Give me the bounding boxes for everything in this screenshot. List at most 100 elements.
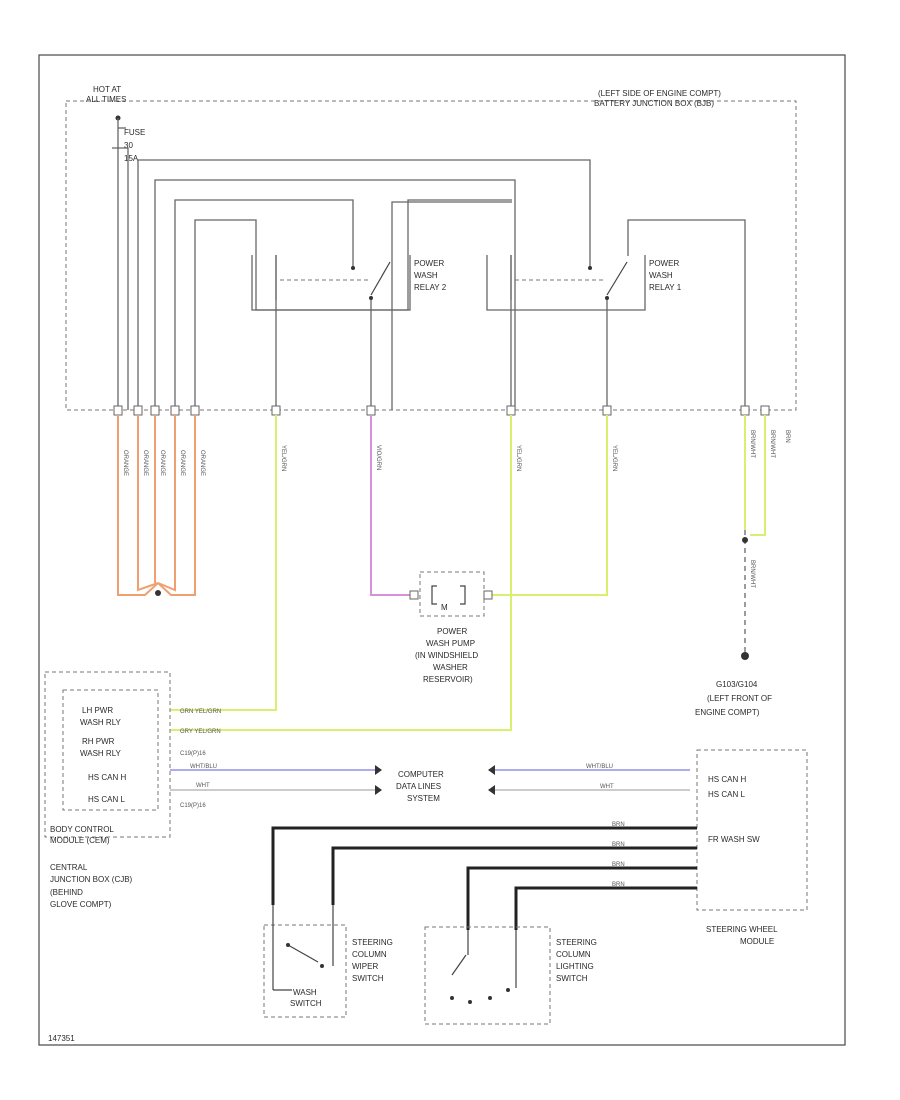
swm-wire-4: BRN (612, 882, 625, 888)
switch-wire-2 (331, 846, 697, 905)
harness-wire-4: ORANGE (179, 450, 185, 476)
wire-code-3: YEL/GRN (515, 445, 521, 471)
pump-label-2: WASH PUMP (426, 639, 475, 648)
bcm-wire-1: GRN YEL/GRN (180, 709, 221, 715)
data-lines-label-3: SYSTEM (407, 794, 440, 803)
pump-motor-symbol: M (441, 603, 448, 612)
battery-junction-box (65, 100, 797, 411)
cjb-label-3: (BEHIND (50, 888, 83, 897)
diagram-frame (38, 54, 846, 1046)
cjb-label-1: CENTRAL (50, 863, 88, 872)
bcm-label-1: BODY CONTROL (50, 825, 114, 834)
pump-label-3: (IN WINDSHIELD (415, 651, 478, 660)
swm-wire-1: BRN (612, 822, 625, 828)
bjb-name: BATTERY JUNCTION BOX (BJB) (594, 99, 714, 108)
wiper-switch-label-2: COLUMN (352, 950, 387, 959)
bcm-wire-2: GRY YEL/GRN (180, 729, 221, 735)
data-wire-right-2: WHT (600, 784, 614, 790)
swm-label-1: STEERING WHEEL (706, 925, 778, 934)
data-lines-label-1: COMPUTER (398, 770, 444, 779)
power-wash-pump: M POWER WASH PUMP (IN WINDSHIELD WASHER … (409, 571, 493, 684)
ground-location-1: (LEFT FRONT OF (707, 694, 772, 703)
wire-relay2-to-pump (370, 415, 415, 596)
data-wire-right-1: WHT/BLU (586, 764, 613, 770)
wire-code-4: YEL/GRN (611, 445, 617, 471)
hot-at-label-2: ALL TIMES (86, 95, 126, 104)
relay-1-label-3: RELAY 1 (649, 283, 682, 292)
wire-relay2-to-bcm (170, 415, 277, 711)
fuse-number: 30 (124, 141, 133, 150)
steering-column-lighting-switch: STEERING COLUMN LIGHTING SWITCH (424, 926, 597, 1025)
lighting-switch-label-1: STEERING (556, 938, 597, 947)
orange-ground-harness (117, 415, 196, 596)
bcm-pin-4: WASH RLY (80, 749, 122, 758)
ground-id: G103/G104 (716, 680, 758, 689)
wire-code-1: YEL/GRN (280, 445, 286, 471)
pump-label-1: POWER (437, 627, 467, 636)
wire-relay1-to-pump (488, 415, 608, 596)
relay-1-label-1: POWER (649, 259, 679, 268)
bjb-location: (LEFT SIDE OF ENGINE COMPT) (598, 89, 721, 98)
pump-label-5: RESERVOIR) (423, 675, 473, 684)
data-lines-label-2: DATA LINES (396, 782, 441, 791)
lighting-switch-label-3: LIGHTING (556, 962, 594, 971)
switch-wire-4 (514, 886, 697, 930)
wire-code-5: BRN/WHT (749, 430, 755, 458)
steering-wheel-module: HS CAN H HS CAN L FR WASH SW STEERING WH… (696, 749, 808, 946)
wire-code-6b: BRN (784, 430, 790, 443)
bcm-pin-5: HS CAN H (88, 773, 126, 782)
bcm-wire-4: WHT (196, 783, 210, 789)
swm-wire-2: BRN (612, 842, 625, 848)
harness-splice-dot (155, 590, 161, 596)
bcm-connector-2: C19(P)16 (180, 803, 206, 809)
harness-wire-2: ORANGE (142, 450, 148, 476)
relay-2-label-1: POWER (414, 259, 444, 268)
switch-wire-1 (271, 826, 697, 905)
wire-relay1-common-to-bcm (170, 415, 512, 731)
wiper-switch-label-1: STEERING (352, 938, 393, 947)
bcm-pin-1: LH PWR (82, 706, 113, 715)
wiper-switch-label-3: WIPER (352, 962, 378, 971)
ground-point (741, 652, 749, 660)
wash-switch-label-2: SWITCH (290, 999, 322, 1008)
wire-code-7: BRN/WHT (749, 560, 755, 588)
harness-wire-3: ORANGE (159, 450, 165, 476)
swm-pin-2: HS CAN L (708, 790, 745, 799)
footer-id: 147351 (48, 1034, 75, 1043)
power-wash-relay-1: POWER WASH RELAY 1 (486, 255, 682, 410)
relay-1-label-2: WASH (649, 271, 673, 280)
bcm-pin-2: WASH RLY (80, 718, 122, 727)
pump-label-4: WASHER (433, 663, 468, 672)
ground-location-2: ENGINE COMPT) (695, 708, 760, 717)
body-control-module: LH PWR WASH RLY RH PWR WASH RLY HS CAN H… (44, 671, 171, 909)
wire-code-2: VIO/GRN (375, 445, 381, 470)
relay-2-label-2: WASH (414, 271, 438, 280)
bcm-label-2: MODULE (CEM) (50, 836, 110, 845)
bcm-pin-6: HS CAN L (88, 795, 125, 804)
harness-wire-1: ORANGE (122, 450, 128, 476)
wire-code-6: BRN/WHT (769, 430, 775, 458)
steering-column-wiper-switch: WASH SWITCH STEERING COLUMN WIPER SWITCH (263, 905, 393, 1018)
power-wash-relay-2: POWER WASH RELAY 2 (251, 255, 447, 410)
swm-pin-3: FR WASH SW (708, 835, 760, 844)
hot-at-label: HOT AT (93, 85, 121, 94)
switch-wire-3 (466, 866, 697, 930)
swm-wire-3: BRN (612, 862, 625, 868)
wiper-switch-label-4: SWITCH (352, 974, 384, 983)
fuse-label: FUSE (124, 128, 145, 137)
swm-pin-1: HS CAN H (708, 775, 746, 784)
bcm-connector-1: C19(P)16 (180, 751, 206, 757)
harness-wire-5: ORANGE (199, 450, 205, 476)
cjb-label-2: JUNCTION BOX (CJB) (50, 875, 133, 884)
lighting-switch-label-4: SWITCH (556, 974, 588, 983)
lighting-switch-label-2: COLUMN (556, 950, 591, 959)
ground-splice (742, 537, 748, 543)
bcm-wire-3: WHT/BLU (190, 764, 217, 770)
bcm-pin-3: RH PWR (82, 737, 115, 746)
swm-label-2: MODULE (740, 937, 774, 946)
wash-switch-label-1: WASH (293, 988, 317, 997)
cjb-label-4: GLOVE COMPT) (50, 900, 112, 909)
fuse-rating: 15A (124, 154, 139, 163)
relay-2-label-3: RELAY 2 (414, 283, 447, 292)
